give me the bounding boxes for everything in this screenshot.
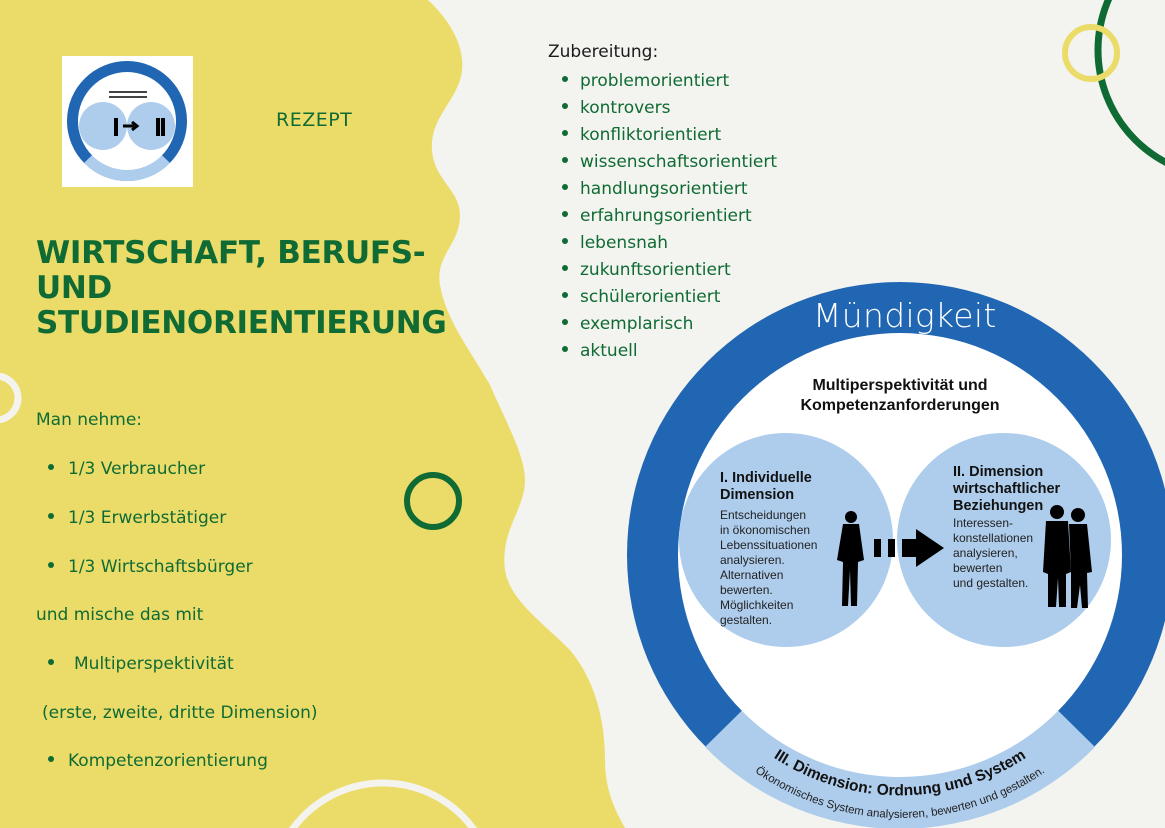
diagram [627, 282, 1165, 828]
yellow-blob [0, 0, 625, 828]
title-line-2: UND [36, 270, 112, 306]
ingredient-item: 1/3 Erwerbstätiger [48, 508, 226, 528]
dimension-2-circle [897, 433, 1111, 647]
dimension-1-circle [679, 433, 893, 647]
extra-item-kompetenz: Kompetenzorientierung [48, 751, 268, 771]
preparation-item: erfahrungsorientiert [562, 203, 777, 230]
preparation-item: handlungsorientiert [562, 176, 777, 203]
title-line-3: STUDIENORIENTIERUNG [36, 305, 447, 341]
preparation-list: problemorientiert kontrovers konfliktori… [562, 68, 777, 365]
dimension-3-heading: III. Dimension: Ordnung und System [771, 746, 1029, 799]
preparation-item: wissenschaftsorientiert [562, 149, 777, 176]
preparation-item: lebensnah [562, 230, 777, 257]
diagram-center-title: Multiperspektivität und Kompetenzanforde… [800, 377, 1000, 414]
preparation-item: aktuell [562, 338, 777, 365]
preparation-item: schülerorientiert [562, 284, 777, 311]
ingredient-item: 1/3 Verbraucher [48, 459, 205, 479]
mix-text: und mische das mit [36, 605, 204, 625]
ingredients-intro: Man nehme: [36, 410, 143, 430]
preparation-item: problemorientiert [562, 68, 777, 95]
preparation-item: konfliktorientiert [562, 122, 777, 149]
green-arc-top-right [1094, 0, 1165, 166]
arrow-right-icon [874, 529, 944, 567]
green-ring [404, 472, 462, 530]
title-line-1: WIRTSCHAFT, BERUFS- [36, 235, 426, 271]
preparation-title: Zubereitung: [548, 42, 659, 62]
dimension-2-body: Interessen- konstellationen analysieren,… [953, 516, 1034, 590]
yellow-ring-top-right [1062, 24, 1120, 82]
white-ring-left [0, 372, 22, 424]
dimension-1-body: Entscheidungen in ökonomischen Lebenssit… [720, 508, 818, 627]
recipe-label: REZEPT [276, 109, 353, 131]
dimension-1-heading: I. Individuelle Dimension [720, 470, 812, 503]
page-title: WIRTSCHAFT, BERUFS- UND STUDIENORIENTIER… [36, 236, 476, 341]
extra-item-multiperspektivitaet: Multiperspektivität [48, 654, 234, 674]
couple-icon [1043, 505, 1092, 608]
diagram-outer-label: Mündigkeit [813, 296, 997, 335]
dimension-2-heading: II. Dimension wirtschaftlicher Beziehung… [953, 464, 1061, 514]
white-arc-bottom [288, 779, 478, 828]
person-icon [837, 511, 864, 606]
preparation-item: zukunftsorientiert [562, 257, 777, 284]
preparation-item: exemplarisch [562, 311, 777, 338]
ingredient-item: 1/3 Wirtschaftsbürger [48, 557, 253, 577]
extra-item-note: (erste, zweite, dritte Dimension) [42, 703, 318, 723]
diagram-thumbnail [62, 56, 193, 187]
preparation-item: kontrovers [562, 95, 777, 122]
